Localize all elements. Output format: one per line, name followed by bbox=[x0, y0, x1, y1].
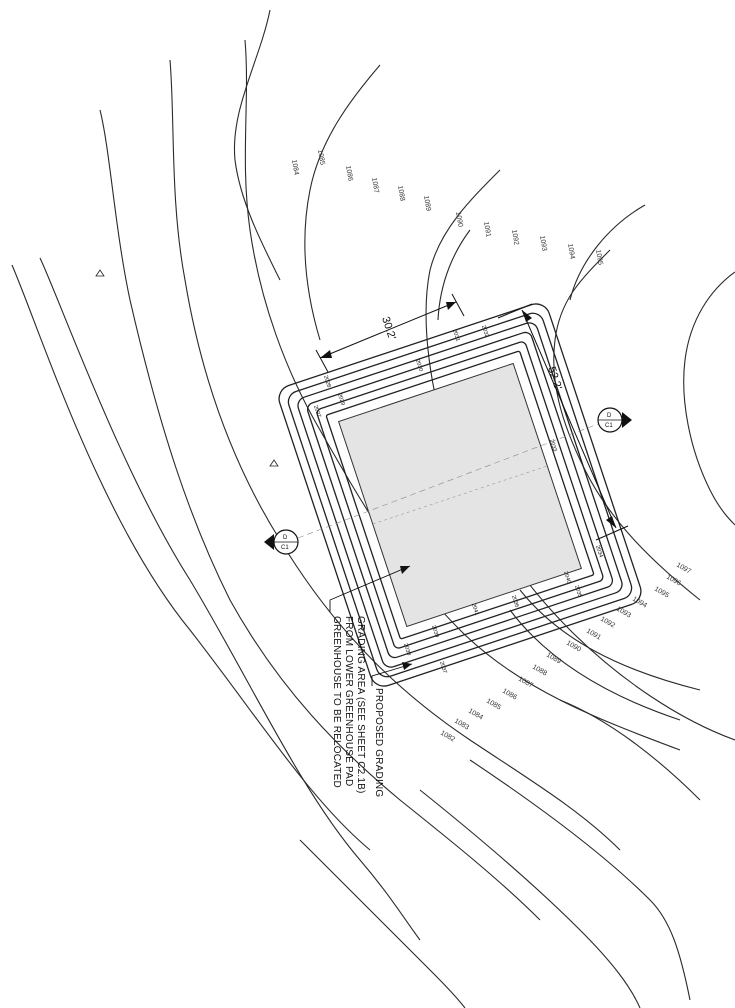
section-id: D bbox=[283, 535, 288, 541]
note-line: GREENHOUSE TO BE RELOCATED bbox=[331, 616, 342, 788]
section-id: D bbox=[607, 413, 612, 419]
spot-elevation: 2027 bbox=[312, 405, 321, 419]
contour-line bbox=[419, 789, 641, 1008]
width-dimension: 30.2' bbox=[379, 315, 398, 341]
triangle-icon bbox=[95, 269, 105, 277]
contour-label: 1089 bbox=[545, 652, 562, 666]
contour-label: 1087 bbox=[370, 177, 380, 194]
pad-centerline bbox=[372, 465, 548, 525]
contour-line bbox=[559, 699, 701, 801]
contour-line bbox=[244, 39, 681, 751]
spot-elevations: 2031 2032 2030 2029 2028 2027 2033 2034 … bbox=[312, 325, 603, 675]
note-line: GRADING AREA (SEE SHEET C2.1B) bbox=[355, 616, 366, 794]
contour-label: 1090 bbox=[454, 211, 464, 228]
extension-line bbox=[497, 303, 533, 319]
section-cut-line bbox=[297, 423, 599, 539]
spot-elevation: 2033 bbox=[548, 439, 557, 453]
extension-line bbox=[315, 349, 329, 373]
contour-label: 1082 bbox=[439, 730, 456, 744]
contour-line bbox=[39, 257, 421, 941]
spot-elevation: 2039 bbox=[430, 625, 439, 639]
section-sheet: C1 bbox=[281, 545, 289, 551]
spot-elevation: 2034 bbox=[594, 545, 603, 559]
arrow-icon bbox=[402, 662, 412, 670]
spot-elevation: 2041 bbox=[470, 603, 479, 617]
note-leaders bbox=[329, 565, 413, 686]
existing-contours bbox=[11, 9, 735, 1008]
contour-labels-top: 1084 1085 1086 1087 1088 1089 1090 1091 … bbox=[290, 149, 604, 266]
spot-elevation: 2040 bbox=[562, 571, 571, 585]
note-line: FROM LOWER GREENHOUSE PAD bbox=[343, 616, 354, 786]
section-marker: D C1 bbox=[597, 407, 632, 433]
contour-line bbox=[437, 229, 471, 321]
triangle-icon bbox=[269, 459, 279, 467]
contour-label: 1092 bbox=[510, 229, 520, 246]
contour-label: 1085 bbox=[316, 149, 326, 166]
spot-elevation: 2028 bbox=[322, 375, 331, 389]
contour-label: 1095 bbox=[653, 586, 670, 600]
arrow-icon bbox=[522, 310, 532, 322]
section-marker: D C1 bbox=[264, 529, 299, 555]
spot-triangles bbox=[95, 269, 279, 467]
dimension-line bbox=[319, 301, 457, 359]
contour-label: 1089 bbox=[422, 195, 432, 212]
contour-label: 1088 bbox=[531, 664, 548, 678]
contour-label: 1092 bbox=[599, 616, 616, 630]
contour-line bbox=[304, 64, 381, 341]
contour-label: 1085 bbox=[485, 698, 502, 712]
grading-ring bbox=[316, 341, 604, 649]
contour-label: 1091 bbox=[482, 221, 492, 238]
note-line: PROPOSED GRADING bbox=[373, 688, 384, 797]
dimension-line bbox=[521, 309, 617, 529]
contour-line bbox=[519, 589, 701, 691]
arrow-icon bbox=[400, 566, 410, 574]
contour-label: 1091 bbox=[585, 628, 602, 642]
grading-ring bbox=[278, 303, 642, 687]
contour-line bbox=[11, 264, 371, 851]
contour-line bbox=[553, 249, 701, 601]
contour-label: 1097 bbox=[675, 562, 692, 576]
arrow-icon bbox=[606, 516, 616, 528]
contour-label: 1096 bbox=[665, 574, 682, 588]
extension-line bbox=[595, 525, 629, 541]
grading-ring bbox=[325, 350, 595, 640]
spot-elevation: 2031 bbox=[451, 329, 460, 343]
contour-label: 1088 bbox=[396, 185, 406, 202]
grading-ring bbox=[306, 331, 614, 659]
spot-elevation: 2036 bbox=[510, 595, 519, 609]
contour-label: 1095 bbox=[594, 249, 604, 266]
arrow-icon bbox=[320, 350, 332, 358]
contour-label: 1087 bbox=[517, 676, 534, 690]
contour-label: 1084 bbox=[467, 708, 484, 722]
extension-line bbox=[451, 293, 465, 317]
spot-elevation: 2030 bbox=[414, 359, 423, 373]
proposed-grading-note: PROPOSED GRADING bbox=[373, 688, 384, 797]
contour-line bbox=[99, 109, 541, 921]
contour-label: 1093 bbox=[538, 235, 548, 252]
contour-line bbox=[683, 271, 735, 526]
contour-label: 1084 bbox=[290, 159, 300, 176]
contour-line bbox=[469, 759, 691, 1001]
grading-ring bbox=[287, 312, 633, 678]
leader-line bbox=[371, 663, 413, 686]
contour-line bbox=[233, 9, 281, 281]
spot-elevation: 2037 bbox=[438, 661, 447, 675]
spot-elevation: 2032 bbox=[480, 325, 489, 339]
greenhouse-note: GREENHOUSE TO BE RELOCATED FROM LOWER GR… bbox=[331, 616, 366, 794]
contour-line bbox=[299, 839, 466, 1008]
leader-line bbox=[329, 565, 411, 612]
greenhouse-pad bbox=[278, 303, 642, 687]
arrow-icon bbox=[446, 302, 456, 310]
section-sheet: C1 bbox=[605, 423, 613, 429]
spot-elevation: 2038 bbox=[402, 643, 411, 657]
grading-ring bbox=[297, 322, 623, 668]
spot-elevation: 2029 bbox=[336, 393, 345, 407]
contour-label: 1086 bbox=[501, 688, 518, 702]
contour-label: 1094 bbox=[566, 243, 576, 260]
contour-label: 1086 bbox=[344, 165, 354, 182]
spot-elevation: 2035 bbox=[573, 585, 582, 599]
contour-line bbox=[569, 204, 646, 301]
